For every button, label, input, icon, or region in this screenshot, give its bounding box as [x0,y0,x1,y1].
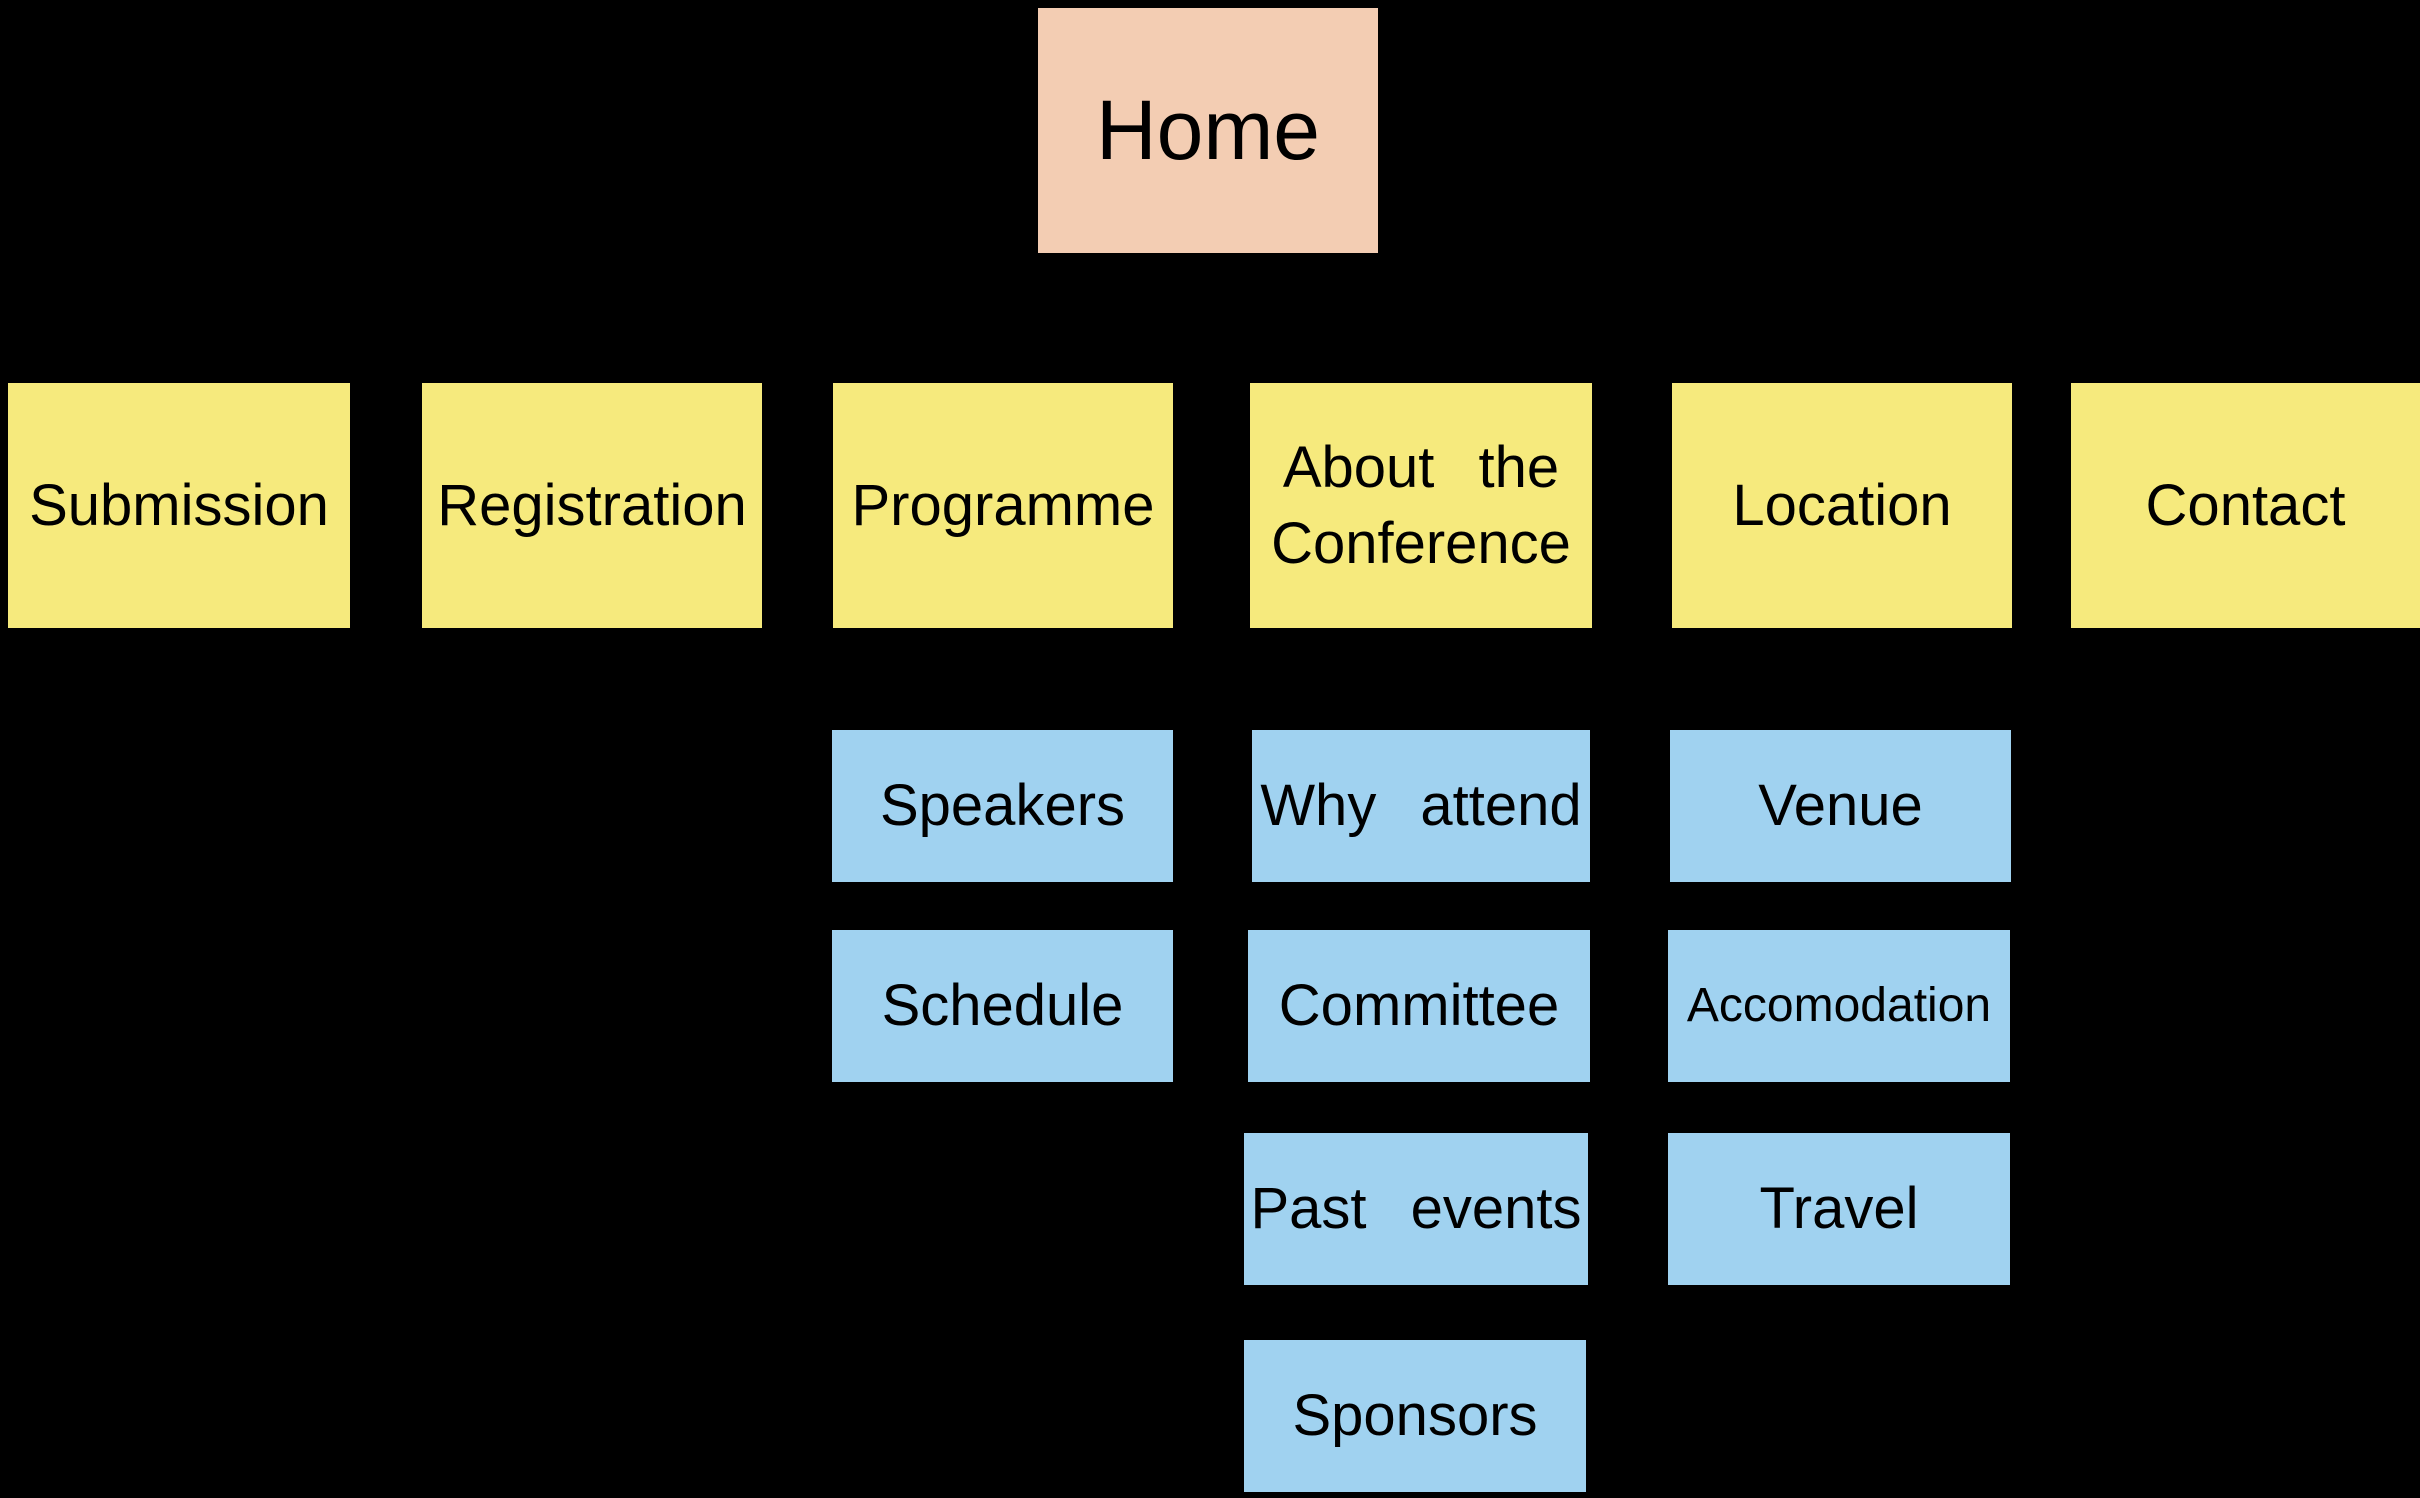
node-accomodation: Accomodation [1668,930,2010,1082]
node-past-events: Past events [1244,1133,1588,1285]
node-travel: Travel [1668,1133,2010,1285]
node-registration: Registration [422,383,762,628]
node-submission: Submission [8,383,350,628]
node-home: Home [1038,8,1378,253]
node-sponsors: Sponsors [1244,1340,1586,1492]
node-location: Location [1672,383,2012,628]
node-venue: Venue [1670,730,2011,882]
node-speakers: Speakers [832,730,1173,882]
node-schedule: Schedule [832,930,1173,1082]
node-contact: Contact [2071,383,2420,628]
node-committee: Committee [1248,930,1590,1082]
node-programme: Programme [833,383,1173,628]
node-about-the-conference: About the Conference [1250,383,1592,628]
node-why-attend: Why attend [1252,730,1590,882]
